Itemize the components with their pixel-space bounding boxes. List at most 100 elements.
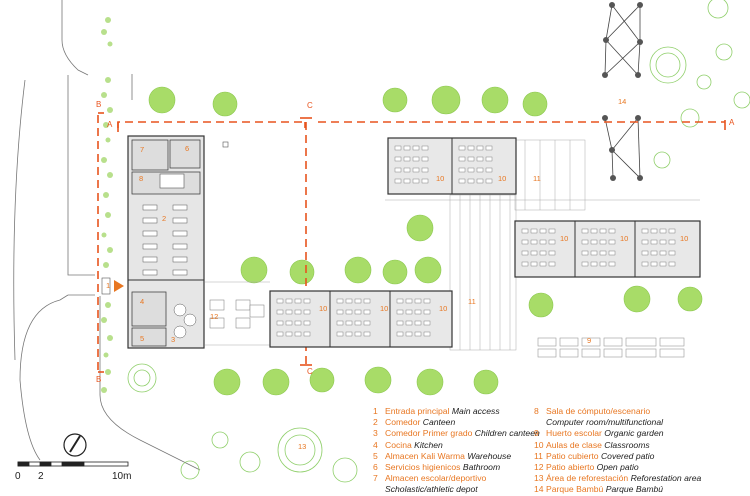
desk [405,298,413,304]
desk [485,156,493,162]
desk [394,178,402,184]
section-mark-a-left: A [107,120,113,129]
desk [485,145,493,151]
desk [659,228,667,234]
desk [414,309,422,315]
desk [599,250,607,256]
desk [539,250,547,256]
desk [530,228,538,234]
covered-patio [205,139,700,351]
entry-arrow [101,277,124,295]
desk [581,250,589,256]
desk [539,239,547,245]
desk [403,178,411,184]
open-patio [209,299,265,329]
desk [414,331,422,337]
children-canteen-tables [173,303,197,339]
desk [476,156,484,162]
desk [530,261,538,267]
desk [659,261,667,267]
desk [641,261,649,267]
desk [336,320,344,326]
desk [423,320,431,326]
desk [668,239,676,245]
desk [539,261,547,267]
desk [396,298,404,304]
desk [650,228,658,234]
desk [412,178,420,184]
desk [485,178,493,184]
desk [641,250,649,256]
desk [294,320,302,326]
desk [458,156,466,162]
canteen-building [127,135,205,349]
north-arrow-icon [63,433,87,457]
desk [336,331,344,337]
desk [294,298,302,304]
desk [485,167,493,173]
legend-item-extra: Scholastic/athletic depot [385,484,478,495]
desk [668,228,676,234]
organic-garden [537,337,685,358]
scale-bar [17,461,129,467]
desk [599,239,607,245]
desk [421,145,429,151]
desk [294,331,302,337]
desk [403,145,411,151]
desk [414,298,422,304]
classroom-desks [276,145,676,337]
trees [131,85,703,396]
desk [345,320,353,326]
desk [363,331,371,337]
desk [354,320,362,326]
room-label-1: 1 [106,281,111,290]
desk [530,239,538,245]
room-label-10-e2: 10 [620,234,629,243]
desk [412,167,420,173]
room-label-13: 13 [298,442,307,451]
room-label-5: 5 [140,334,145,343]
desk [641,239,649,245]
bamboo-park [604,4,641,179]
desk [276,331,284,337]
desk [396,331,404,337]
desk [303,320,311,326]
desk [294,309,302,315]
desk [405,320,413,326]
desk [412,156,420,162]
desk [421,156,429,162]
desk [608,239,616,245]
desk [548,261,556,267]
desk [539,228,547,234]
legend-item-extra: Computer room/multifunctional [546,417,664,428]
desk [467,178,475,184]
desk [354,309,362,315]
desk [363,298,371,304]
outline-trees [127,0,750,483]
room-label-10-s1: 10 [319,304,328,313]
desk [521,250,529,256]
desk [394,167,402,173]
desk [641,228,649,234]
desk [521,239,529,245]
desk [285,320,293,326]
section-mark-c-top: C [307,101,313,110]
room-label-11-b: 11 [468,297,476,306]
desk [668,250,676,256]
room-label-10-n1: 10 [436,174,445,183]
desk [394,145,402,151]
desk [303,298,311,304]
desk [394,156,402,162]
desk [303,331,311,337]
desk [303,309,311,315]
desk [599,228,607,234]
desk [476,178,484,184]
